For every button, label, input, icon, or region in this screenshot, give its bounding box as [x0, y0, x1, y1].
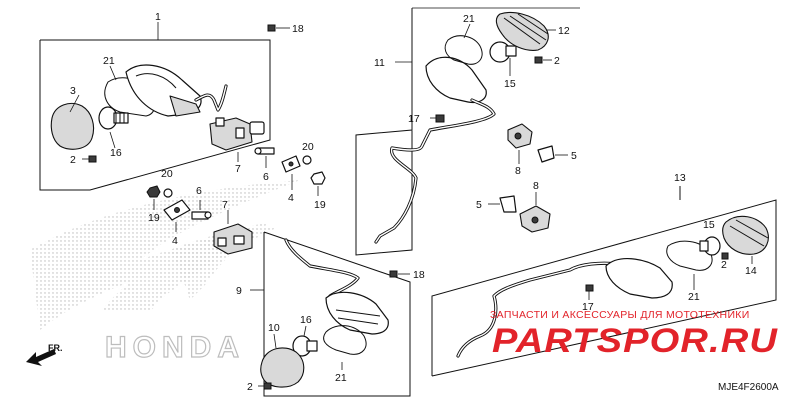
turn-signal-housing-right	[605, 258, 673, 299]
turn-signal-lens-10	[260, 347, 305, 388]
washer-20-lower	[163, 188, 173, 198]
callout-12: 12	[558, 25, 570, 37]
terminal-6-upper	[254, 147, 275, 168]
callout-20: 20	[302, 141, 314, 153]
bulb-15	[489, 41, 517, 76]
callout-2-right: 2	[721, 259, 727, 271]
connector-7-upper	[209, 117, 265, 162]
socket-8-lower	[519, 192, 551, 233]
callout-10: 10	[268, 322, 280, 334]
honda-wordmark: HONDA	[105, 331, 245, 364]
callout-18-front: 18	[413, 269, 425, 281]
watermark-caption: ЗАПЧАСТИ И АКСЕССУАРЫ ДЛЯ МОТОТЕХНИКИ	[490, 309, 750, 321]
callout-21-front: 21	[335, 372, 347, 384]
callout-11: 11	[374, 57, 385, 69]
callout-8: 8	[515, 165, 521, 177]
watermark-logo: PARTSPOR.RU	[492, 322, 778, 360]
callout-21-right: 21	[688, 291, 700, 303]
screw-2-rear	[534, 56, 552, 64]
screw-18	[267, 24, 290, 32]
callout-15: 15	[504, 78, 516, 90]
screw-17-right	[585, 284, 594, 300]
terminal-6-lower	[191, 200, 212, 220]
callout-13: 13	[674, 172, 686, 184]
assembly-group-9	[250, 231, 411, 397]
callout-6: 6	[263, 171, 269, 183]
callout-9: 9	[236, 285, 242, 297]
callout-4-lower: 4	[172, 235, 178, 247]
bulb-15-right	[699, 236, 721, 256]
grommet-4-lower	[163, 199, 191, 232]
callout-2-rear: 2	[554, 55, 560, 67]
turn-signal-housing-rear	[425, 56, 487, 104]
nut-19-lower	[146, 185, 161, 210]
bulb-16	[98, 106, 129, 130]
callout-17-right: 17	[582, 301, 594, 313]
callout-7-lower: 7	[222, 199, 228, 211]
screw-2-right	[721, 252, 729, 260]
callout-3: 3	[70, 85, 76, 97]
callout-8-lower: 8	[533, 180, 539, 192]
callout-7: 7	[235, 163, 241, 175]
callout-2: 2	[70, 154, 76, 166]
nut-19-upper	[310, 171, 326, 196]
screw-18-front	[389, 270, 410, 278]
callout-16: 16	[110, 147, 122, 159]
assembly-group-1	[39, 22, 290, 191]
washer-20-upper	[302, 155, 312, 165]
callout-19-lower: 19	[148, 212, 160, 224]
screw-2	[82, 155, 97, 163]
bulb-16-front	[292, 325, 318, 357]
gasket-21-right	[666, 240, 713, 271]
diagram-code: MJE4F2600A	[718, 382, 779, 393]
callout-16-front: 16	[300, 314, 312, 326]
callout-4: 4	[288, 192, 294, 204]
turn-signal-lens-3	[50, 102, 95, 150]
callout-1: 1	[155, 11, 161, 23]
socket-8-upper	[507, 123, 533, 164]
screw-17	[430, 114, 445, 123]
clip-5-lower	[488, 195, 517, 213]
grommet-4-upper	[281, 155, 301, 190]
honda-wing-logo	[30, 180, 300, 330]
callout-2-front: 2	[247, 381, 253, 393]
gasket-21-rear	[444, 35, 483, 65]
callout-14: 14	[745, 265, 757, 277]
screw-2-front	[258, 382, 272, 390]
callout-15-right: 15	[703, 219, 715, 231]
assembly-group-13	[431, 186, 777, 377]
callout-17: 17	[408, 113, 420, 125]
callout-5-lower: 5	[476, 199, 482, 211]
callout-21-rear: 21	[463, 13, 475, 25]
callout-5: 5	[571, 150, 577, 162]
callout-18: 18	[292, 23, 304, 35]
assembly-group-11	[355, 7, 580, 256]
connector-7-lower	[213, 210, 253, 255]
front-direction-arrow: FR.	[26, 343, 63, 366]
callout-21: 21	[103, 55, 115, 67]
callout-20-lower: 20	[161, 168, 173, 180]
callout-6-lower: 6	[196, 185, 202, 197]
clip-5-upper	[537, 145, 568, 163]
front-direction-label: FR.	[48, 343, 63, 353]
callout-19: 19	[314, 199, 326, 211]
gasket-21-front	[323, 325, 367, 355]
